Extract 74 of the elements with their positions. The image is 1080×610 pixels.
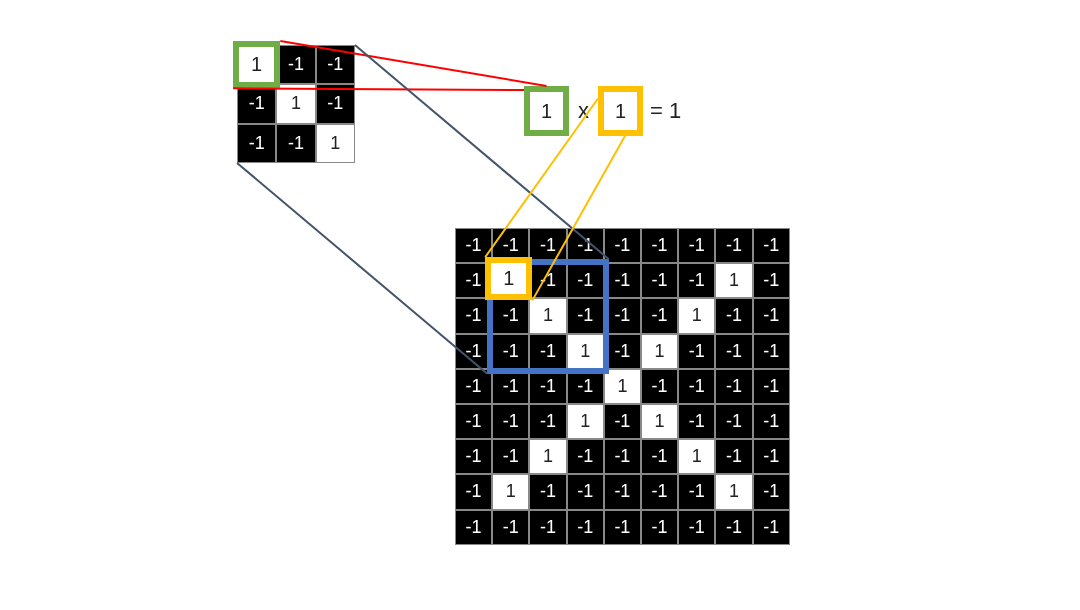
highlighted-cell: 1 xyxy=(485,257,533,301)
grid-cell: -1 xyxy=(752,474,790,510)
grid-cell: -1 xyxy=(641,228,679,264)
grid-cell: -1 xyxy=(492,439,530,475)
grid-cell: -1 xyxy=(752,263,790,299)
grid-cell: -1 xyxy=(566,474,604,510)
highlighted-cell: 1 xyxy=(233,41,281,89)
image-grid xyxy=(455,228,790,545)
equation-result: = 1 xyxy=(650,98,682,124)
grid-cell: -1 xyxy=(603,228,641,264)
grid-cell: -1 xyxy=(715,404,753,440)
grid-cell: 1 xyxy=(529,439,567,475)
grid-cell: 1 xyxy=(276,84,316,124)
grid-cell: -1 xyxy=(678,263,716,299)
grid-cell: -1 xyxy=(641,474,679,510)
grid-cell: -1 xyxy=(752,298,790,334)
connector-line xyxy=(531,135,626,302)
grid-cell: -1 xyxy=(678,333,716,369)
grid-cell: -1 xyxy=(529,509,567,545)
grid-cell: -1 xyxy=(641,439,679,475)
grid-cell: -1 xyxy=(715,368,753,404)
grid-cell: -1 xyxy=(641,298,679,334)
grid-cell: -1 xyxy=(715,439,753,475)
grid-cell: -1 xyxy=(529,474,567,510)
grid-cell: -1 xyxy=(715,228,753,264)
grid-cell: -1 xyxy=(678,228,716,264)
grid-cell: -1 xyxy=(455,474,493,510)
grid-cell: 1 xyxy=(678,298,716,334)
grid-cell: -1 xyxy=(237,123,277,163)
grid-cell: -1 xyxy=(492,509,530,545)
grid-cell: -1 xyxy=(492,404,530,440)
grid-cell: -1 xyxy=(678,474,716,510)
grid-cell: -1 xyxy=(641,263,679,299)
grid-cell: -1 xyxy=(315,45,355,85)
grid-cell: -1 xyxy=(715,298,753,334)
grid-cell: -1 xyxy=(678,368,716,404)
highlighted-value-box: 1 xyxy=(524,86,569,136)
grid-cell: 1 xyxy=(492,474,530,510)
grid-cell: 1 xyxy=(315,123,355,163)
grid-cell: -1 xyxy=(566,298,604,334)
grid-cell: -1 xyxy=(678,509,716,545)
grid-cell: 1 xyxy=(715,474,753,510)
grid-cell: -1 xyxy=(276,123,316,163)
grid-cell: -1 xyxy=(603,439,641,475)
grid-cell: -1 xyxy=(529,333,567,369)
connector-line xyxy=(232,87,525,91)
grid-cell: -1 xyxy=(752,228,790,264)
highlighted-value-box: 1 xyxy=(598,86,643,136)
grid-cell: 1 xyxy=(641,404,679,440)
grid-cell: 1 xyxy=(641,333,679,369)
grid-cell: -1 xyxy=(529,404,567,440)
grid-cell: -1 xyxy=(715,509,753,545)
grid-cell: 1 xyxy=(715,263,753,299)
grid-cell: -1 xyxy=(641,368,679,404)
grid-cell: -1 xyxy=(455,439,493,475)
grid-cell: -1 xyxy=(455,509,493,545)
connector-line xyxy=(484,97,599,259)
grid-cell: -1 xyxy=(455,368,493,404)
grid-cell: -1 xyxy=(715,333,753,369)
grid-cell: -1 xyxy=(752,404,790,440)
grid-cell: -1 xyxy=(455,228,493,264)
grid-cell: 1 xyxy=(678,439,716,475)
grid-cell: -1 xyxy=(678,404,716,440)
grid-cell: -1 xyxy=(315,84,355,124)
grid-cell: -1 xyxy=(603,404,641,440)
grid-cell: -1 xyxy=(455,404,493,440)
grid-cell: -1 xyxy=(752,439,790,475)
connector-line xyxy=(279,40,548,87)
grid-cell: 1 xyxy=(566,404,604,440)
grid-cell: 1 xyxy=(529,298,567,334)
grid-cell: -1 xyxy=(603,474,641,510)
grid-cell: -1 xyxy=(641,509,679,545)
grid-cell: -1 xyxy=(566,439,604,475)
multiply-sign: x xyxy=(578,98,589,124)
